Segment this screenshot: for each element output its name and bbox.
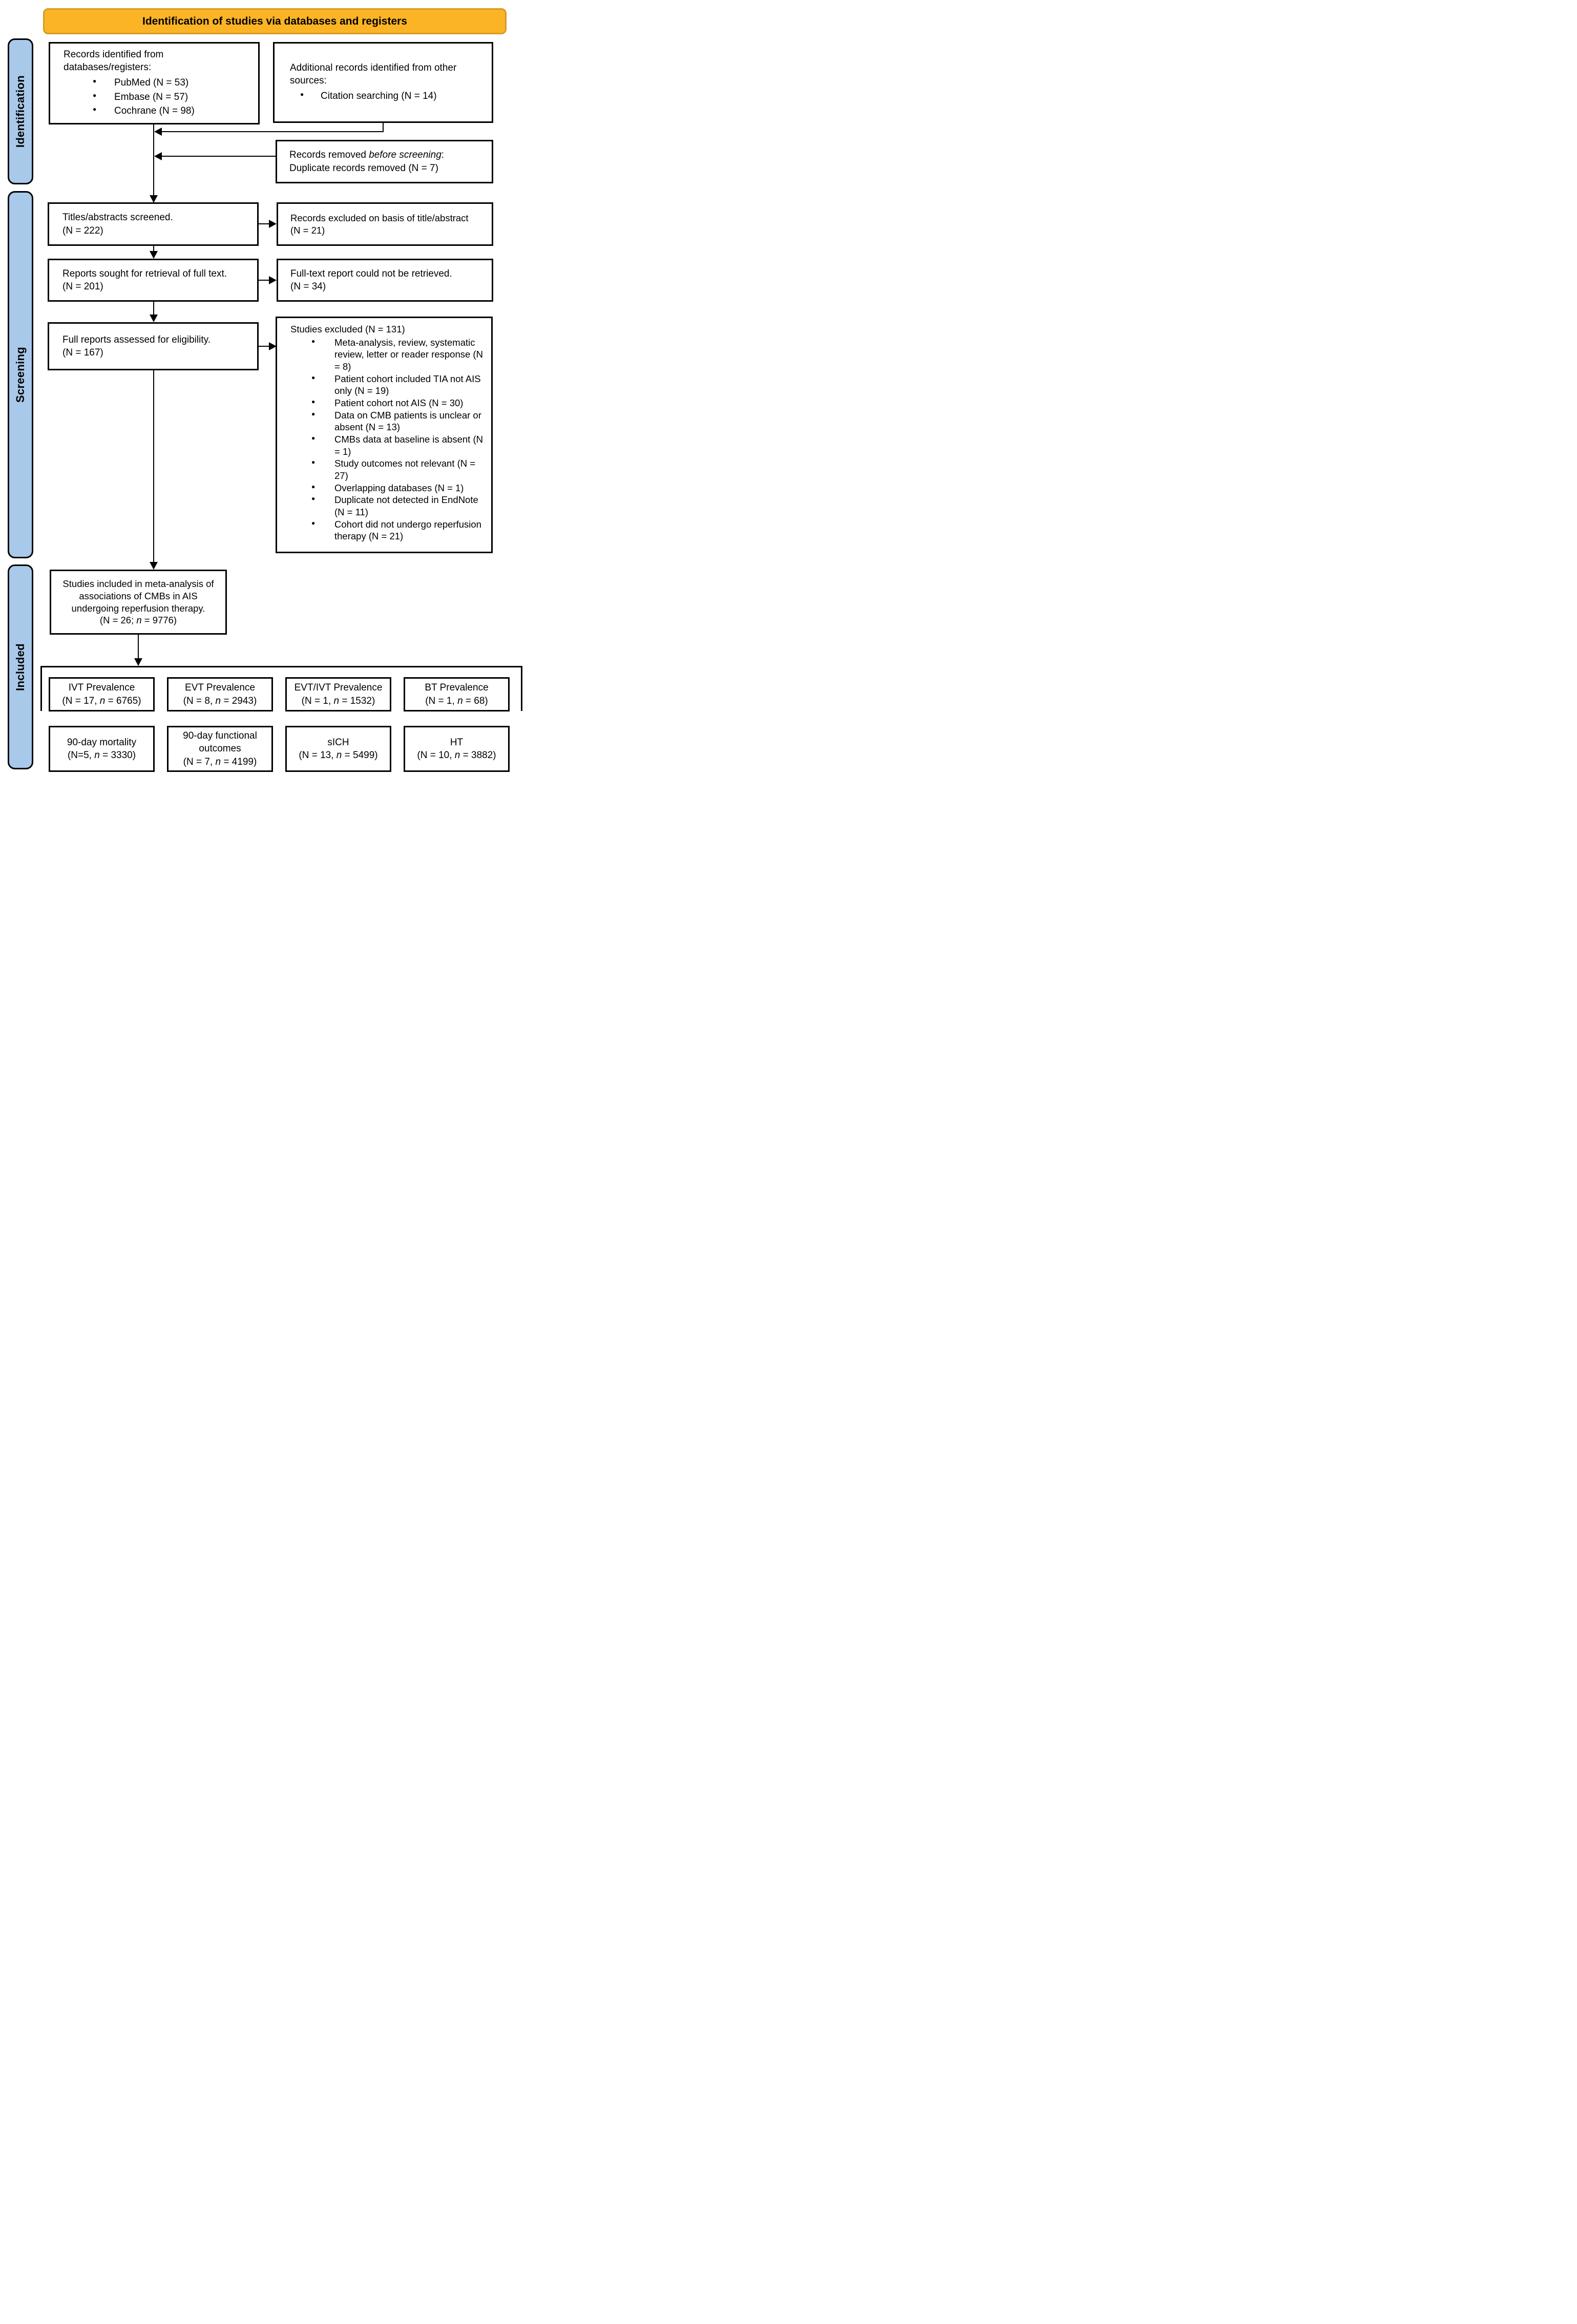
titles-screened-line1: Titles/abstracts screened. [62, 212, 173, 223]
stage-label-included: Included [14, 643, 27, 691]
box-records-excluded: Records excluded on basis of title/abstr… [277, 202, 493, 246]
outcome-stats: (N = 1, n = 68) [425, 695, 488, 706]
outcome-stats: (N = 10, n = 3882) [417, 750, 496, 761]
arrowhead-left-from-additional-records [154, 128, 162, 136]
list-item: Data on CMB patients is unclear or absen… [311, 409, 486, 433]
arrowhead-right-to-fulltext-not-retrieved [269, 276, 277, 284]
connector-titles-to-reports [153, 246, 154, 252]
connector-included-to-outcomes [138, 635, 139, 659]
outcome-title: EVT/IVT Prevalence [294, 682, 383, 694]
fulltext-not-retrieved-line2: (N = 34) [290, 281, 326, 292]
box-studies-included: Studies included in meta-analysis of ass… [50, 570, 227, 635]
connector-identified-to-screened [153, 124, 154, 196]
additional-records-intro: Additional records identified from other… [290, 62, 457, 86]
arrowhead-down-to-outcomes-bracket [134, 658, 142, 666]
connector-assessed-to-excluded [259, 346, 269, 347]
banner-title: Identification of studies via databases … [43, 8, 507, 34]
outcome-stats: (N = 1, n = 1532) [301, 695, 375, 706]
prisma-flow-diagram: Identification Screening Included Identi… [0, 0, 525, 774]
outcome-title: IVT Prevalence [68, 682, 135, 694]
outcome-stats: (N=5, n = 3330) [67, 750, 136, 761]
box-full-reports-assessed: Full reports assessed for eligibility. (… [48, 322, 259, 370]
connector-additional-records-merge [161, 131, 384, 132]
box-outcome-sich: sICH (N = 13, n = 5499) [285, 726, 391, 772]
box-outcome-bt-prevalence: BT Prevalence (N = 1, n = 68) [404, 677, 510, 711]
reports-sought-line1: Reports sought for retrieval of full tex… [62, 268, 227, 279]
list-item: PubMed (N = 53) [93, 76, 252, 89]
stage-label-screening: Screening [14, 346, 27, 403]
studies-excluded-list: Meta-analysis, review, systematic review… [290, 337, 486, 542]
connector-assessed-to-included [153, 370, 154, 562]
stage-band-screening: Screening [8, 191, 33, 558]
outcome-title: 90-day functional outcomes [183, 730, 257, 755]
outcomes-bracket-left-tick [40, 666, 42, 711]
list-item: CMBs data at baseline is absent (N = 1) [311, 433, 486, 457]
full-reports-assessed-line2: (N = 167) [62, 347, 103, 358]
box-outcome-90day-functional: 90-day functional outcomes (N = 7, n = 4… [167, 726, 273, 772]
records-identified-list: PubMed (N = 53) Embase (N = 57) Cochrane… [64, 75, 252, 118]
box-titles-screened: Titles/abstracts screened. (N = 222) [48, 202, 259, 246]
list-item: Duplicate not detected in EndNote (N = 1… [311, 494, 486, 518]
outcomes-bracket-right-tick [521, 666, 522, 711]
studies-excluded-title: Studies excluded (N = 131) [290, 324, 405, 334]
list-item: Cochrane (N = 98) [93, 104, 252, 117]
records-removed-line1: Records removed before screening: [289, 150, 445, 161]
connector-records-removed-merge [161, 156, 276, 157]
arrowhead-down-to-studies-included [150, 562, 158, 570]
box-fulltext-not-retrieved: Full-text report could not be retrieved.… [277, 259, 493, 302]
connector-titles-to-excluded [259, 223, 269, 224]
stage-band-included: Included [8, 564, 33, 769]
outcome-title: HT [450, 737, 464, 748]
connector-additional-records-stub [383, 123, 384, 132]
outcome-title: sICH [327, 737, 349, 748]
outcomes-bracket-line [40, 666, 522, 667]
list-item: Citation searching (N = 14) [300, 90, 486, 102]
outcome-stats: (N = 8, n = 2943) [183, 695, 257, 706]
list-item: Patient cohort included TIA not AIS only… [311, 373, 486, 397]
box-records-identified: Records identified from databases/regist… [49, 42, 260, 124]
outcome-title: BT Prevalence [425, 682, 489, 694]
box-additional-records: Additional records identified from other… [273, 42, 493, 123]
outcome-stats: (N = 7, n = 4199) [183, 756, 257, 767]
arrowhead-down-to-reports-sought [150, 251, 158, 259]
box-outcome-evt-ivt-prevalence: EVT/IVT Prevalence (N = 1, n = 1532) [285, 677, 391, 711]
arrowhead-down-to-full-reports-assessed [150, 315, 158, 322]
outcome-stats: (N = 13, n = 5499) [299, 750, 378, 761]
list-item: Overlapping databases (N = 1) [311, 482, 486, 494]
full-reports-assessed-line1: Full reports assessed for eligibility. [62, 334, 211, 345]
arrowhead-left-from-records-removed [154, 152, 162, 160]
arrowhead-right-to-studies-excluded [269, 342, 277, 350]
list-item: Meta-analysis, review, systematic review… [311, 337, 486, 373]
box-records-removed: Records removed before screening: Duplic… [276, 140, 493, 183]
stage-band-identification: Identification [8, 38, 33, 184]
box-outcome-90day-mortality: 90-day mortality (N=5, n = 3330) [49, 726, 155, 772]
titles-screened-line2: (N = 222) [62, 225, 103, 236]
outcome-title: EVT Prevalence [185, 682, 255, 694]
outcome-stats: (N = 17, n = 6765) [62, 695, 141, 706]
list-item: Patient cohort not AIS (N = 30) [311, 397, 486, 409]
box-outcome-ivt-prevalence: IVT Prevalence (N = 17, n = 6765) [49, 677, 155, 711]
connector-reports-to-notretrieved [259, 280, 269, 281]
box-reports-sought: Reports sought for retrieval of full tex… [48, 259, 259, 302]
additional-records-list: Citation searching (N = 14) [290, 89, 486, 103]
arrowhead-down-to-titles-screened [150, 195, 158, 203]
records-removed-line2: Duplicate records removed (N = 7) [289, 162, 438, 174]
reports-sought-line2: (N = 201) [62, 281, 103, 292]
connector-reports-to-assessed [153, 302, 154, 315]
studies-included-line1: Studies included in meta-analysis of ass… [62, 578, 214, 614]
list-item: Embase (N = 57) [93, 91, 252, 103]
records-excluded-line1: Records excluded on basis of title/abstr… [290, 212, 469, 223]
records-excluded-line2: (N = 21) [290, 224, 325, 236]
box-outcome-ht: HT (N = 10, n = 3882) [404, 726, 510, 772]
box-studies-excluded: Studies excluded (N = 131) Meta-analysis… [276, 317, 493, 553]
list-item: Study outcomes not relevant (N = 27) [311, 457, 486, 481]
outcome-title: 90-day mortality [67, 737, 137, 748]
box-outcome-evt-prevalence: EVT Prevalence (N = 8, n = 2943) [167, 677, 273, 711]
studies-included-line2: (N = 26; n = 9776) [99, 615, 177, 626]
fulltext-not-retrieved-line1: Full-text report could not be retrieved. [290, 268, 452, 279]
records-identified-intro: Records identified from databases/regist… [64, 49, 164, 73]
list-item: Cohort did not undergo reperfusion thera… [311, 518, 486, 542]
stage-label-identification: Identification [14, 75, 27, 148]
arrowhead-right-to-records-excluded [269, 220, 277, 228]
